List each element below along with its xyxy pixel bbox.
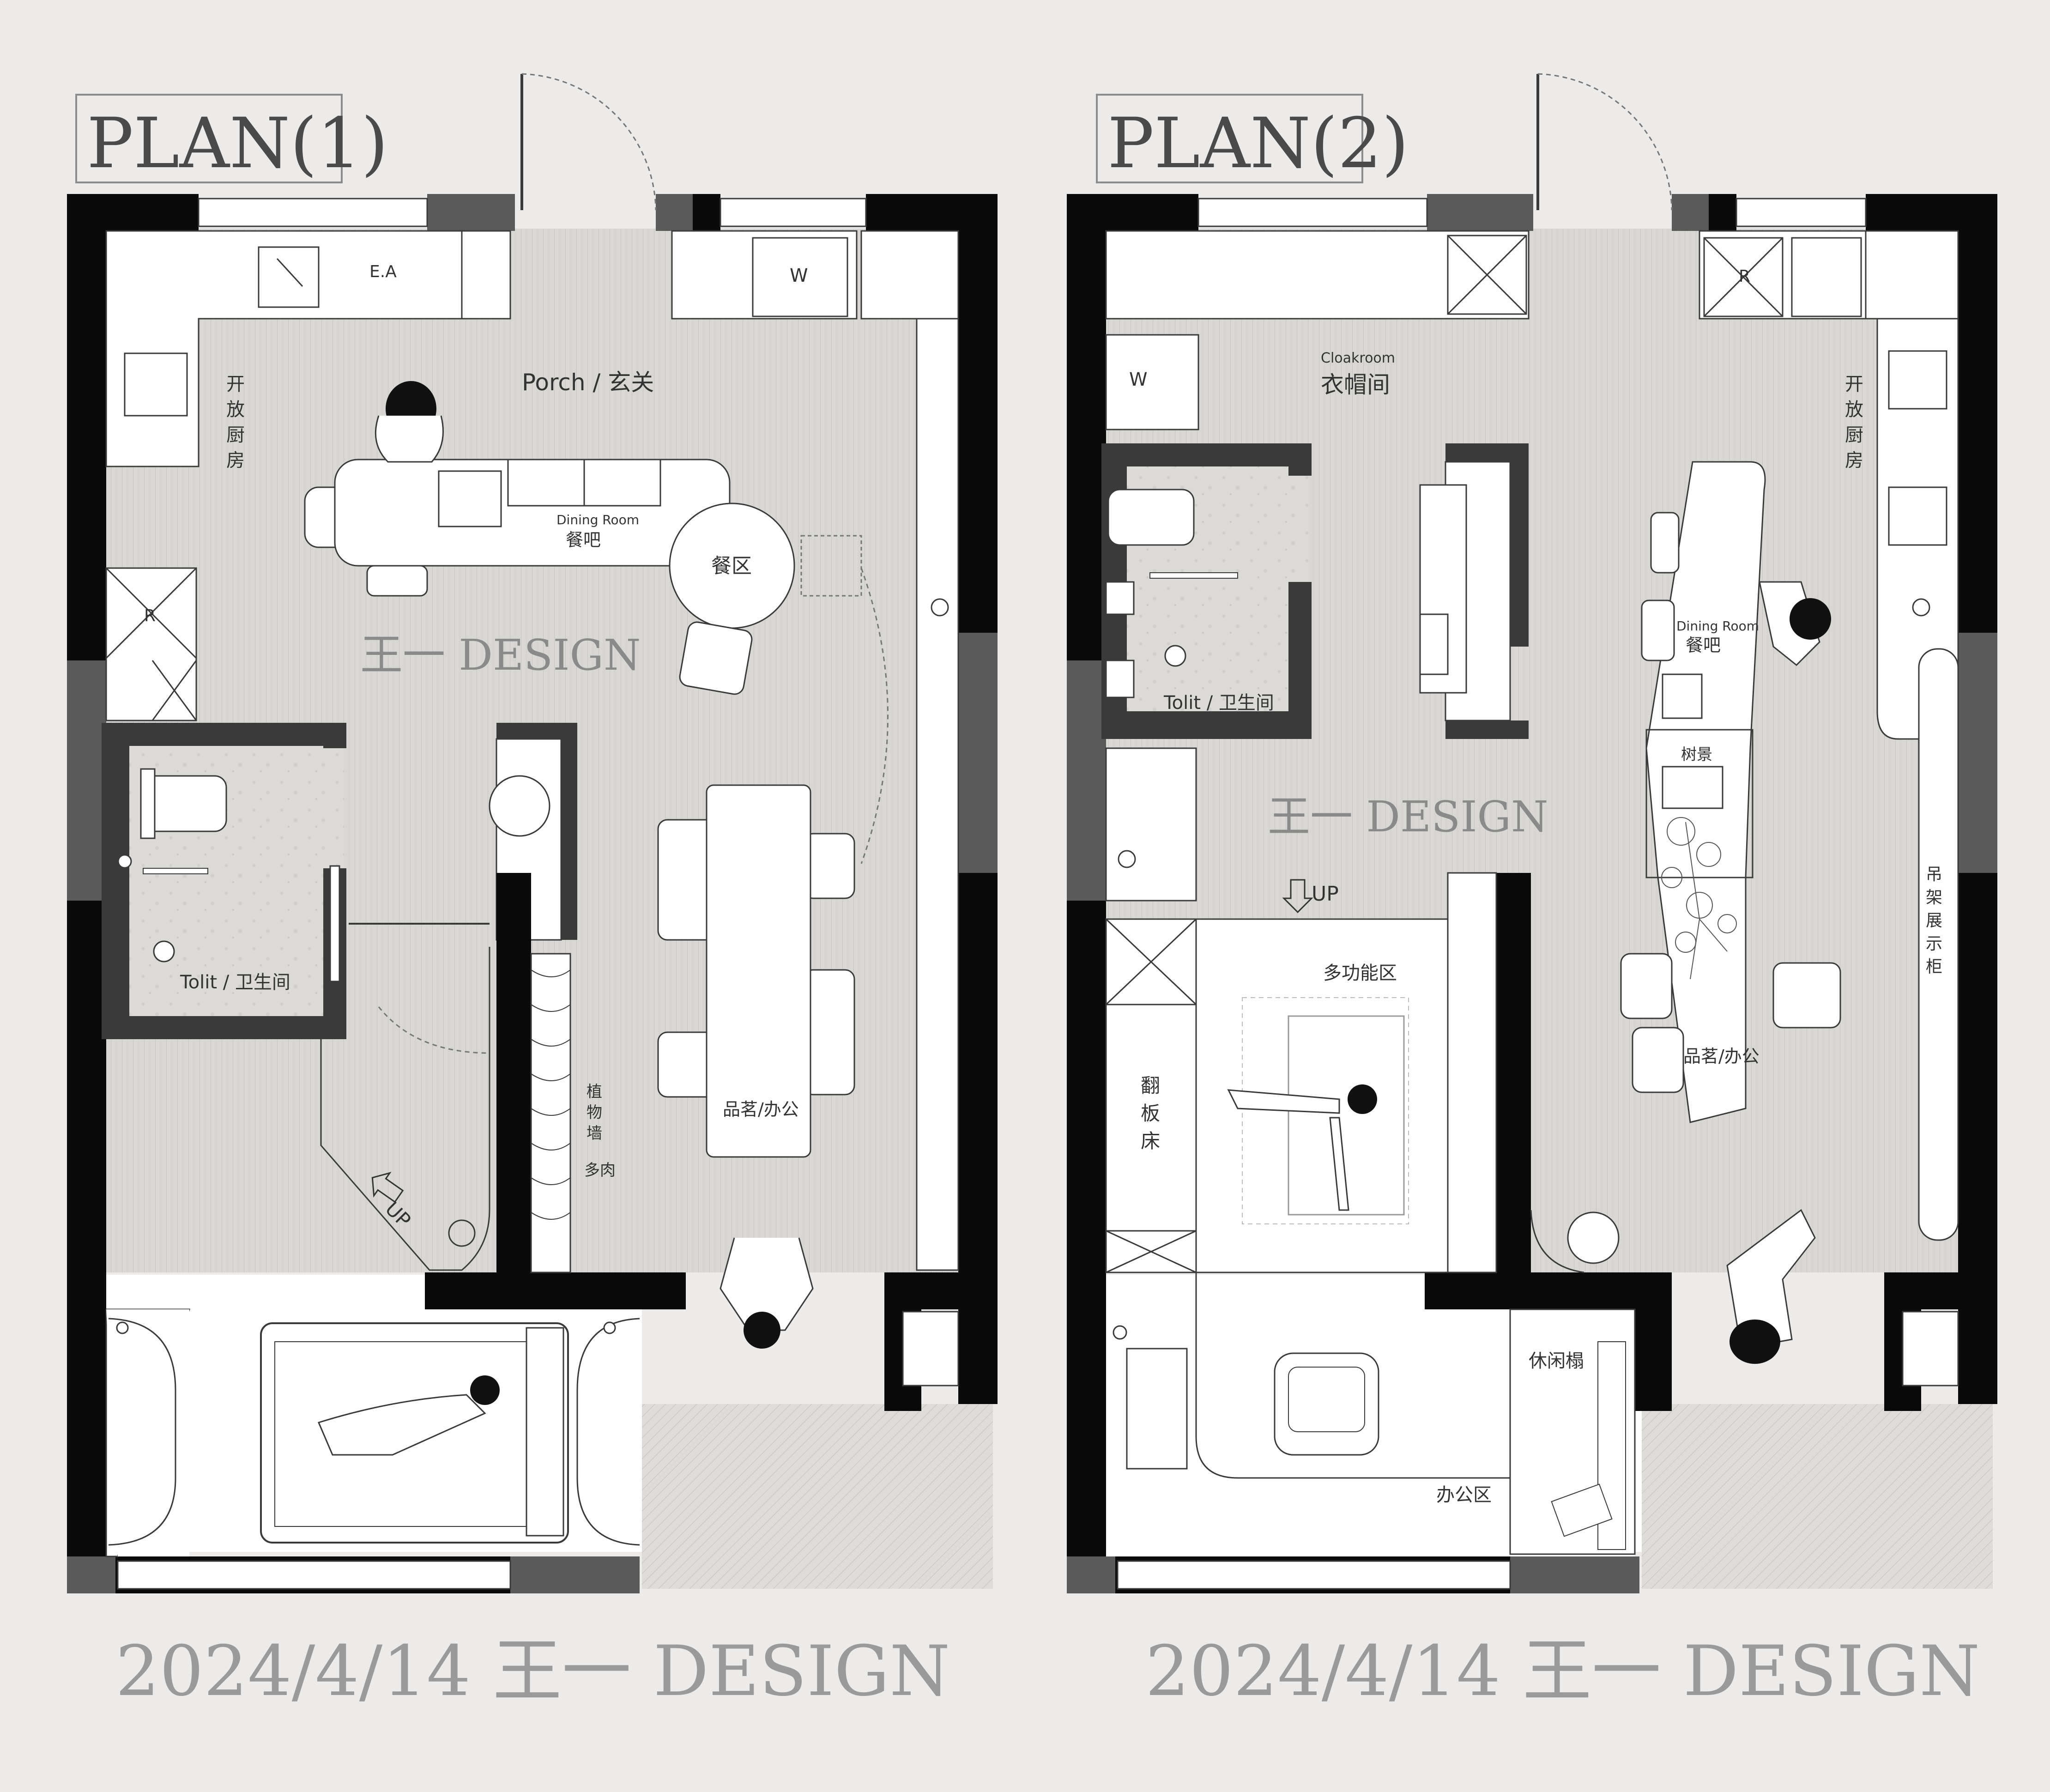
plan1-stair-partition xyxy=(320,723,577,1275)
plan2-multi-area xyxy=(1195,872,1497,1273)
plan1-fridge-label: R xyxy=(144,606,156,625)
plan1-person-figure xyxy=(375,381,444,463)
plan2-lounge-label: 休闲榻 xyxy=(1529,1350,1584,1372)
plan2-dining-island xyxy=(1620,461,1841,1123)
plan2-watermark: 王一 DESIGN xyxy=(1268,792,1548,842)
plan1-toilet-label: Tolit / 卫生间 xyxy=(180,972,290,993)
plan-2: PLAN(2) xyxy=(902,73,1997,1712)
plan2-dining-room-label: Dining Room xyxy=(1676,618,1759,634)
plan2-office-area xyxy=(1106,1272,1636,1556)
plan1-round-table xyxy=(669,502,889,864)
plan2-fold-bed-cabinet xyxy=(1105,747,1197,1273)
plan1-wall-gray xyxy=(67,194,998,1593)
plan1-person-entry xyxy=(720,1237,814,1349)
plan2-cloakroom-zh: 衣帽间 xyxy=(1321,371,1390,398)
plan2-person-entry xyxy=(1726,1209,1816,1364)
plan1-tea-office-label: 品茗/办公 xyxy=(723,1099,799,1120)
svg-text:厨: 厨 xyxy=(1845,424,1863,446)
plan1-tea-table xyxy=(657,784,855,1158)
plan1-kitchen-counter xyxy=(105,230,959,1271)
plan2-windows xyxy=(1117,198,1867,1590)
plan1-bedroom xyxy=(105,1308,640,1557)
plan2-title-frame xyxy=(1096,94,1363,183)
plan2-footer: 2024/4/14 王一 DESIGN xyxy=(1145,1631,1980,1712)
svg-text:翻: 翻 xyxy=(1141,1074,1160,1097)
plan1-porch-label: Porch / 玄关 xyxy=(522,369,654,396)
plan2-title: PLAN(2) xyxy=(1107,103,1409,184)
plan2-office-label: 办公区 xyxy=(1436,1484,1492,1506)
svg-text:柜: 柜 xyxy=(1926,957,1942,976)
plan1-title-frame xyxy=(75,94,343,183)
plan-1: PLAN(1) xyxy=(67,73,998,1712)
plan1-w-label: W xyxy=(790,265,808,286)
plan1-dining-bar xyxy=(304,459,731,597)
plan1-windows xyxy=(117,198,867,1590)
svg-text:开: 开 xyxy=(1845,374,1863,395)
plan2-cloakroom-en: Cloakroom xyxy=(1321,350,1395,366)
svg-text:多肉: 多肉 xyxy=(584,1161,616,1180)
plan2-w-label: W xyxy=(1129,369,1148,390)
plan2-kitchen-label: 开 放 厨 房 xyxy=(1845,374,1863,471)
svg-text:房: 房 xyxy=(1845,450,1863,471)
plan2-fridge-label: R xyxy=(1739,267,1750,286)
plan1-footer: 2024/4/14 王一 DESIGN xyxy=(115,1631,950,1712)
plan2-center-cabinet xyxy=(1419,443,1529,739)
svg-text:板: 板 xyxy=(1141,1102,1160,1125)
plan2-wall-gray xyxy=(1067,194,1997,1593)
plan2-person-dining xyxy=(1759,581,1831,666)
plan1-ea-label: E.A xyxy=(369,262,397,281)
plan2-canba-label: 餐吧 xyxy=(1686,635,1721,655)
svg-text:放: 放 xyxy=(1845,399,1863,420)
plan2-multi-label: 多功能区 xyxy=(1323,963,1397,984)
plan1-up-arrow-icon xyxy=(371,1172,404,1203)
svg-text:床: 床 xyxy=(1141,1130,1160,1152)
plan2-balcony-cabinet xyxy=(1902,1311,1959,1386)
plan1-title: PLAN(1) xyxy=(87,103,388,184)
plan1-watermark: 王一 DESIGN xyxy=(360,630,641,680)
plan1-fridge xyxy=(105,567,197,721)
plan2-cabinet-label: 吊 架 展 示 柜 xyxy=(1926,865,1942,976)
plan2-toilet-label: Tolit / 卫生间 xyxy=(1163,692,1274,714)
plan1-balcony-hatch xyxy=(642,1404,993,1589)
svg-text:示: 示 xyxy=(1926,934,1942,953)
plan2-toilet-room xyxy=(1101,443,1312,739)
svg-text:墙: 墙 xyxy=(587,1124,602,1143)
plan2-round-stool xyxy=(1530,1210,1620,1273)
svg-text:植: 植 xyxy=(587,1083,602,1101)
svg-text:厨: 厨 xyxy=(226,424,245,446)
plan2-landscape-label: 树景 xyxy=(1681,745,1712,764)
svg-text:展: 展 xyxy=(1926,911,1942,930)
plan1-canqu-label: 餐区 xyxy=(711,554,752,578)
plan2-tree-landscape xyxy=(1661,817,1737,980)
plan1-plant-wall-label: 植 物 墙 多肉 xyxy=(584,1083,616,1180)
plan2-balcony-hatch xyxy=(1642,1404,1993,1589)
plan1-kitchen-label: 开 放 厨 房 xyxy=(226,374,245,471)
svg-text:开: 开 xyxy=(226,374,245,395)
plan2-cloakroom-wardrobe xyxy=(1105,230,1530,430)
svg-text:架: 架 xyxy=(1926,888,1942,907)
svg-text:物: 物 xyxy=(587,1103,602,1122)
svg-text:吊: 吊 xyxy=(1926,865,1942,884)
plan1-canba-label: 餐吧 xyxy=(566,530,601,550)
plan2-foldbed-label: 翻 板 床 xyxy=(1141,1074,1160,1152)
svg-text:放: 放 xyxy=(226,399,245,420)
plan1-balcony-cabinet xyxy=(902,1311,959,1386)
plan1-dining-room-label: Dining Room xyxy=(556,512,639,527)
plan2-up-label: UP xyxy=(1312,882,1339,906)
plan2-kitchen-counter xyxy=(1699,230,1959,1241)
plan1-toilet-room xyxy=(102,723,346,1039)
plan2-up-arrow-icon xyxy=(1282,879,1313,914)
svg-text:房: 房 xyxy=(226,450,245,471)
plan2-tea-office-label: 品茗/办公 xyxy=(1683,1046,1760,1066)
